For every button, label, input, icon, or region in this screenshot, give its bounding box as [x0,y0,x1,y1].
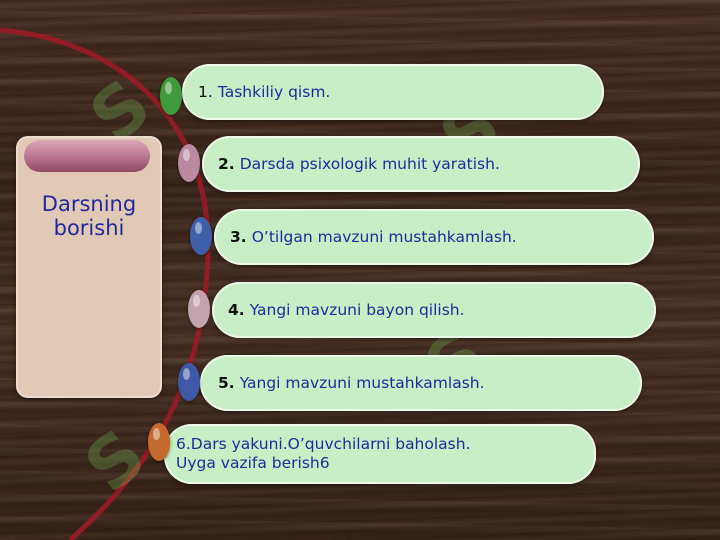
section-panel: Darsning borishi [16,136,162,398]
item-number: 3. [230,228,247,246]
bullet-blue-icon [190,217,212,255]
item-number: 1. [198,83,213,101]
item-number: 4. [228,301,245,319]
list-item-2: 2. Darsda psixologik muhit yaratish. [202,136,640,192]
bullet-pink-icon [178,144,200,182]
item-text: O’tilgan mavzuni mustahkamlash. [251,227,517,246]
bullet-rose-icon [188,290,210,328]
list-item-5: 5. Yangi mavzuni mustahkamlash. [200,355,642,411]
item-text: Yangi mavzuni mustahkamlash. [239,373,485,392]
list-item-4: 4. Yangi mavzuni bayon qilish. [212,282,656,338]
panel-cap [24,140,150,172]
list-item-6: 6.Dars yakuni.O’quvchilarni baholash. Uy… [164,424,596,484]
panel-title: Darsning borishi [41,192,137,240]
bullet-orange-icon [148,423,170,461]
bullet-green-icon [160,77,182,115]
item-text: 6.Dars yakuni.O’quvchilarni baholash. Uy… [176,435,471,472]
item-text: Darsda psixologik muhit yaratish. [239,154,500,173]
item-text: Tashkiliy qism. [217,82,331,101]
list-item-3: 3. O’tilgan mavzuni mustahkamlash. [214,209,654,265]
item-number: 2. [218,155,235,173]
item-text: Yangi mavzuni bayon qilish. [249,300,465,319]
item-number: 5. [218,374,235,392]
bullet-blue-icon [178,363,200,401]
list-item-1: 1. Tashkiliy qism. [182,64,604,120]
